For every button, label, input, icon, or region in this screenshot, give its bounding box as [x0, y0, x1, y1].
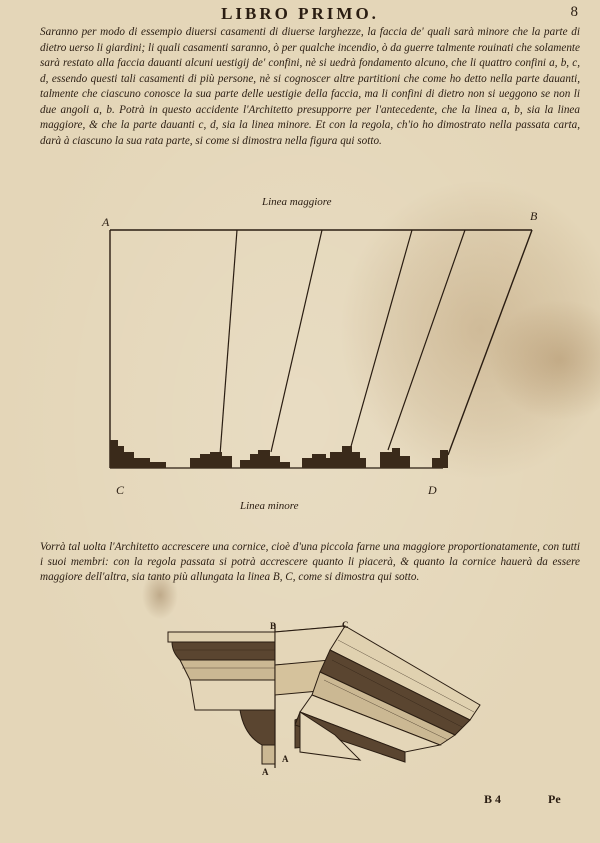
large-cornice [294, 625, 481, 763]
running-head: LIBRO PRIMO. [221, 4, 379, 23]
ruin-vestige-1 [110, 440, 166, 468]
caption-linea-maggiore: Linea maggiore [262, 196, 332, 208]
ruin-vestige-7 [432, 450, 448, 468]
caption-linea-minore: Linea minore [240, 500, 299, 512]
division-line-3 [349, 229, 413, 451]
label-c-cornice: C [342, 620, 349, 630]
page-number: 8 [570, 4, 579, 20]
hatch-lines [175, 639, 475, 741]
label-c: C [116, 483, 125, 497]
label-b: B [530, 209, 538, 223]
label-a-bottom: A [262, 767, 269, 777]
catchword: Pe [548, 792, 561, 806]
label-a: A [101, 215, 110, 229]
division-line-4 [387, 229, 466, 451]
label-a-inner: A [282, 754, 289, 764]
label-b-cornice: B [270, 621, 276, 631]
small-cornice [167, 631, 276, 765]
ruin-vestige-3 [240, 450, 290, 468]
paragraph-2: Vorrà tal uolta l'Architetto accrescere … [40, 541, 580, 583]
ruin-vestige-5 [330, 446, 366, 468]
ruin-vestige-6 [380, 448, 410, 468]
division-line-1 [219, 229, 238, 456]
ruin-vestige-4 [302, 454, 336, 468]
paragraph-1: Saranno per modo di essempio diuersi cas… [40, 26, 580, 147]
signature-mark: B 4 [484, 792, 502, 806]
line-b-d [447, 229, 533, 456]
ruin-vestige-2 [190, 452, 232, 468]
label-d: D [427, 483, 437, 497]
division-line-2 [270, 229, 323, 453]
